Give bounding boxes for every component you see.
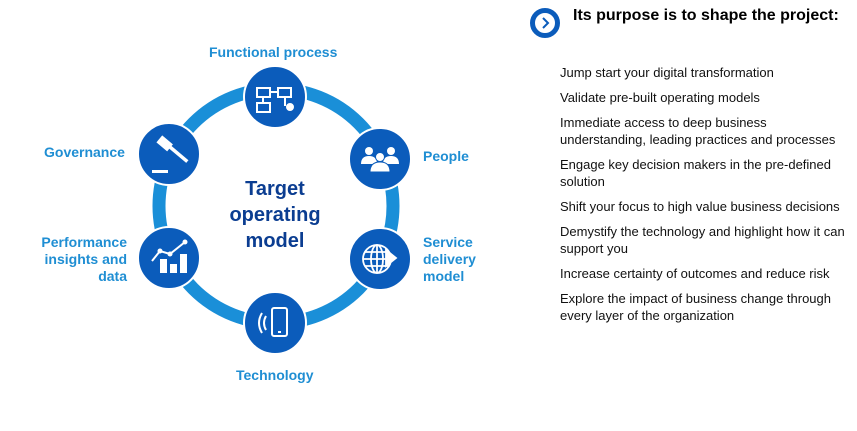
node-governance bbox=[137, 122, 201, 186]
node-performance-insights bbox=[137, 226, 201, 290]
panel-title: Its purpose is to shape the project: bbox=[573, 7, 839, 24]
node-service-delivery-model bbox=[348, 227, 412, 291]
chevron-right-circle-icon bbox=[530, 8, 560, 38]
purpose-list: Jump start your digital transformation V… bbox=[560, 64, 850, 332]
label-performance-insights: Performance insights and data bbox=[41, 234, 127, 284]
node-functional-process bbox=[243, 65, 307, 129]
list-item: Immediate access to deep business unders… bbox=[560, 115, 836, 147]
gavel-icon bbox=[152, 135, 189, 173]
label-governance: Governance bbox=[44, 144, 125, 160]
label-functional-process: Functional process bbox=[209, 44, 338, 60]
mobile-phone-signal-icon bbox=[258, 307, 288, 337]
label-technology: Technology bbox=[236, 367, 314, 383]
list-item: Shift your focus to high value business … bbox=[560, 199, 840, 214]
label-people: People bbox=[423, 148, 469, 164]
list-item: Demystify the technology and highlight h… bbox=[560, 224, 845, 256]
target-operating-model-diagram: Target operating model Functional proces… bbox=[41, 44, 476, 383]
list-item: Jump start your digital transformation bbox=[560, 65, 774, 80]
node-technology bbox=[243, 291, 307, 355]
list-item: Explore the impact of business change th… bbox=[560, 291, 832, 323]
list-item: Validate pre-built operating models bbox=[560, 90, 760, 105]
list-item: Engage key decision makers in the pre-de… bbox=[560, 157, 831, 189]
globe-arrow-icon bbox=[362, 244, 398, 274]
bar-line-chart-icon bbox=[151, 239, 188, 273]
flowchart-icon bbox=[256, 87, 294, 113]
center-title: Target operating model bbox=[229, 178, 321, 252]
node-people bbox=[348, 127, 412, 191]
diagram-graphic bbox=[137, 65, 412, 355]
people-group-icon bbox=[361, 147, 399, 173]
label-service-delivery-model: Service delivery model bbox=[423, 234, 476, 284]
list-item: Increase certainty of outcomes and reduc… bbox=[560, 266, 830, 281]
